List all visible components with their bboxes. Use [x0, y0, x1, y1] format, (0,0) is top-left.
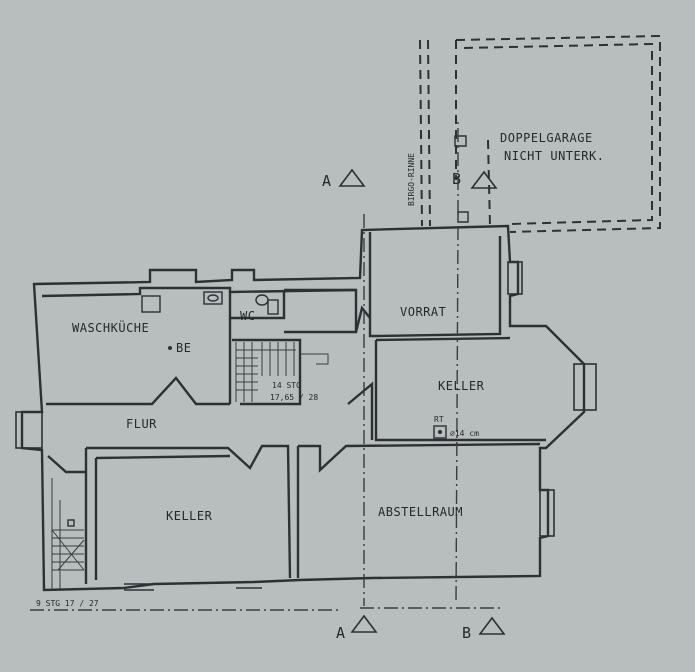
stair-upper-count: 14 STG — [272, 381, 301, 390]
rt-box-icon — [433, 425, 447, 439]
section-b-top-label: B — [452, 170, 461, 188]
floor-drain-icon — [168, 346, 172, 350]
utility-box-icon — [141, 295, 161, 313]
sink-basin-icon — [207, 294, 219, 302]
room-label-waschkueche: WASCHKÜCHE — [72, 319, 149, 335]
section-marker-a-bottom: A — [336, 614, 378, 642]
stair-lower — [51, 478, 85, 590]
outer-walls — [20, 224, 586, 592]
section-b-bottom-label: B — [462, 624, 471, 642]
room-label-garage-line2: NICHT UNTERK. — [504, 149, 604, 163]
rt-dot-icon — [438, 430, 442, 434]
room-label-flur: FLUR — [126, 417, 157, 431]
section-marker-b-bottom: B — [462, 616, 506, 642]
room-label-keller-right: KELLER — [438, 379, 485, 393]
section-a-bottom-label: A — [336, 624, 345, 642]
room-label-vorrat: VORRAT — [400, 305, 446, 319]
room-label-be: BE — [176, 341, 191, 355]
room-label-abstellraum: ABSTELLRAUM — [378, 505, 463, 519]
sink-icon — [203, 291, 223, 305]
section-marker-b-top: B — [452, 170, 498, 189]
windows — [15, 261, 597, 591]
section-lines — [30, 120, 500, 611]
section-a-top-label: A — [322, 172, 331, 190]
section-marker-a-top: A — [322, 168, 366, 190]
gutter-label: BIRGO-RINNE — [407, 153, 416, 206]
room-label-wc: WC — [240, 309, 255, 323]
toilet-icon — [255, 294, 269, 306]
inner-walls — [46, 232, 546, 584]
stair-lower-label: 9 STG 17 / 27 — [36, 599, 99, 608]
stair-upper — [235, 342, 329, 402]
room-label-garage-line1: DOPPELGARAGE — [500, 131, 593, 145]
room-label-keller-left: KELLER — [166, 509, 213, 523]
wc-basin-icon — [267, 299, 279, 315]
pipe-diameter-label: ⌀14 cm — [450, 429, 479, 438]
fixtures — [67, 291, 447, 527]
garage-outline — [419, 34, 661, 233]
small-box-icon — [67, 519, 75, 527]
rt-label: RT — [434, 415, 444, 424]
stair-upper-dimension: 17,65 / 28 — [270, 393, 318, 402]
